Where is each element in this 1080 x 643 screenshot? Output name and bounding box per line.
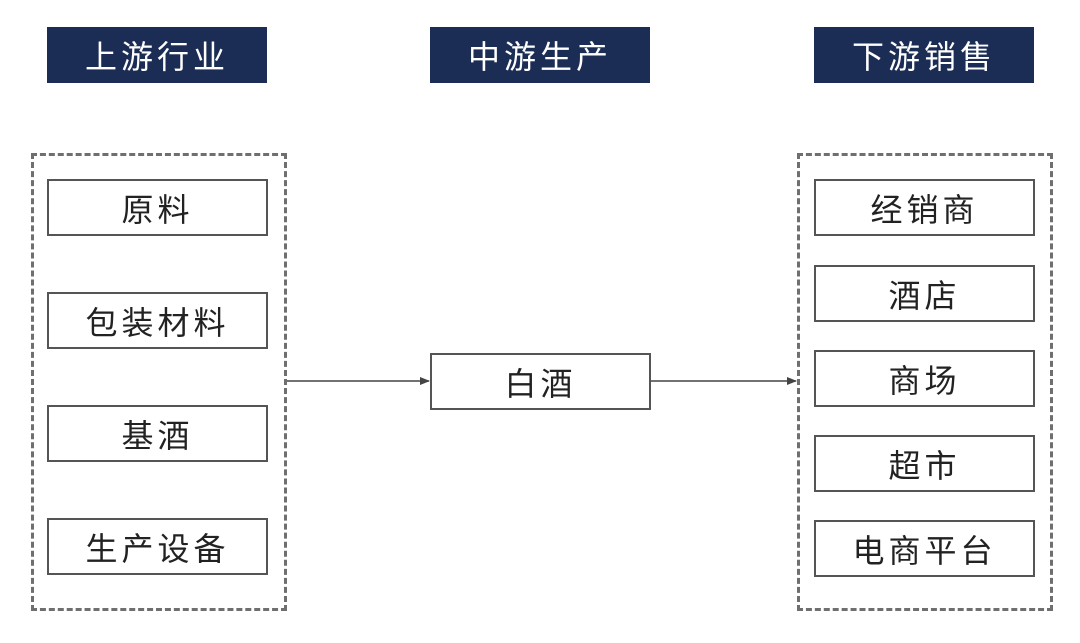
midstream-item-baijiu: 白酒	[430, 353, 651, 410]
downstream-item-mall: 商场	[814, 350, 1035, 407]
downstream-item-supermarket: 超市	[814, 435, 1035, 492]
downstream-item-distributor: 经销商	[814, 179, 1035, 236]
downstream-group	[797, 153, 1053, 611]
downstream-item-hotel: 酒店	[814, 265, 1035, 322]
upstream-item-raw-material: 原料	[47, 179, 268, 236]
downstream-item-ecommerce: 电商平台	[814, 520, 1035, 577]
downstream-header: 下游销售	[814, 27, 1034, 83]
upstream-item-base-liquor: 基酒	[47, 405, 268, 462]
midstream-header: 中游生产	[430, 27, 650, 83]
upstream-item-packaging: 包装材料	[47, 292, 268, 349]
upstream-group	[31, 153, 287, 611]
upstream-header: 上游行业	[47, 27, 267, 83]
upstream-item-equipment: 生产设备	[47, 518, 268, 575]
